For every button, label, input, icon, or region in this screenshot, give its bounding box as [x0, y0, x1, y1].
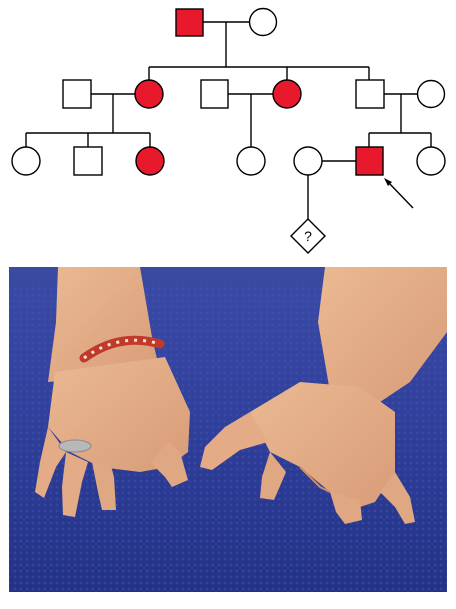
gen1-female-unaffected	[248, 7, 278, 37]
gen2-female-affected-2	[272, 79, 302, 109]
pedigree-chart: ?	[11, 7, 446, 254]
gen3-male-affected-proband	[355, 146, 384, 176]
gen2-male-unaffected-2	[200, 79, 229, 109]
bracelet	[79, 335, 165, 363]
gen3-male-unaffected-1	[73, 146, 103, 176]
gen2-female-affected-1	[134, 79, 164, 109]
gen3-female-unaffected-1	[11, 146, 41, 176]
gen2-female-unaffected-1	[416, 79, 446, 109]
gen3-female-affected-1	[135, 146, 165, 176]
caption-text	[40, 592, 420, 609]
proband-arrow-icon	[384, 178, 414, 209]
gen4-unknown-sex-diamond	[290, 218, 326, 254]
hands-photo	[9, 267, 447, 592]
left-hand	[35, 267, 190, 517]
gen3-female-unaffected-2	[236, 146, 266, 176]
gen2-male-unaffected-1	[62, 79, 92, 109]
gen1-male-affected	[175, 8, 204, 37]
gen3-female-unaffected-3	[293, 146, 323, 176]
gen4-unknown-marker: ?	[304, 228, 312, 244]
gen2-male-unaffected-3	[355, 79, 385, 109]
right-hand	[200, 267, 447, 524]
gen3-female-unaffected-4	[416, 146, 446, 176]
